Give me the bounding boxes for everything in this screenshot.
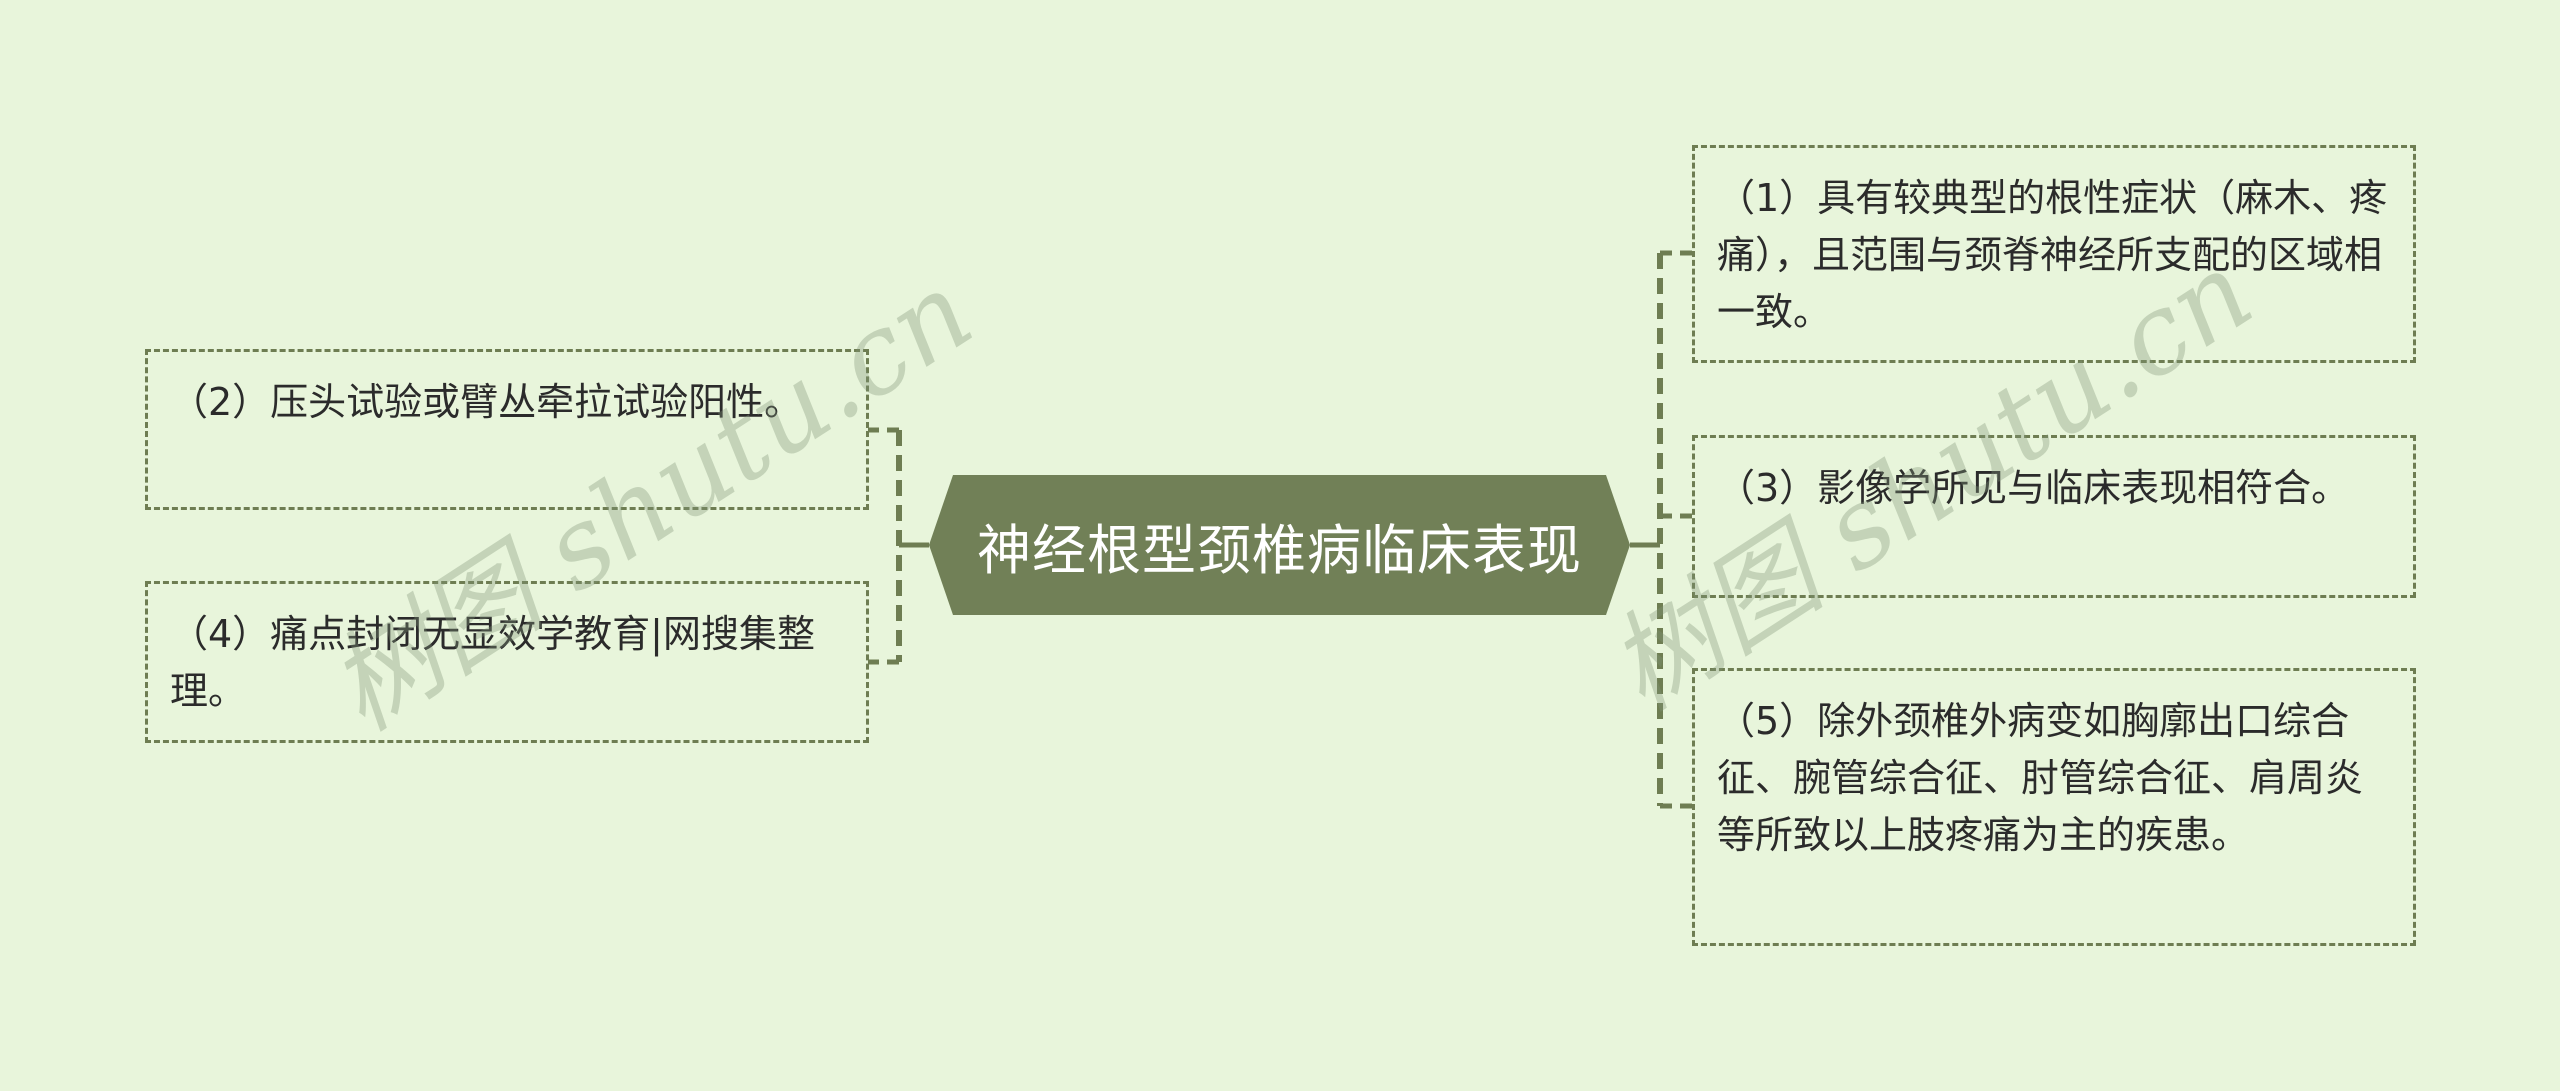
branch-node-5[interactable]: （5）除外颈椎外病变如胸廓出口综合征、腕管综合征、肘管综合征、肩周炎等所致以上肢… — [1692, 668, 2416, 946]
branch-node-label: （2）压头试验或臂丛牵拉试验阳性。 — [170, 380, 803, 424]
root-node-shape — [929, 475, 1630, 615]
branch-node-2[interactable]: （2）压头试验或臂丛牵拉试验阳性。 — [145, 349, 869, 510]
branch-node-label: （1）具有较典型的根性症状（麻木、疼痛），且范围与颈脊神经所支配的区域相一致。 — [1717, 176, 2388, 334]
root-node-label: 神经根型颈椎病临床表现 — [977, 518, 1582, 582]
branch-node-label: （5）除外颈椎外病变如胸廓出口综合征、腕管综合征、肘管综合征、肩周炎等所致以上肢… — [1717, 699, 2364, 857]
branch-node-3[interactable]: （3）影像学所见与临床表现相符合。 — [1692, 435, 2416, 598]
branch-node-1[interactable]: （1）具有较典型的根性症状（麻木、疼痛），且范围与颈脊神经所支配的区域相一致。 — [1692, 145, 2416, 363]
branch-node-label: （3）影像学所见与临床表现相符合。 — [1717, 466, 2350, 510]
branch-node-4[interactable]: （4）痛点封闭无显效学教育|网搜集整理。 — [145, 581, 869, 743]
root-node[interactable]: 神经根型颈椎病临床表现 — [929, 475, 1630, 615]
branch-node-label: （4）痛点封闭无显效学教育|网搜集整理。 — [170, 612, 815, 713]
